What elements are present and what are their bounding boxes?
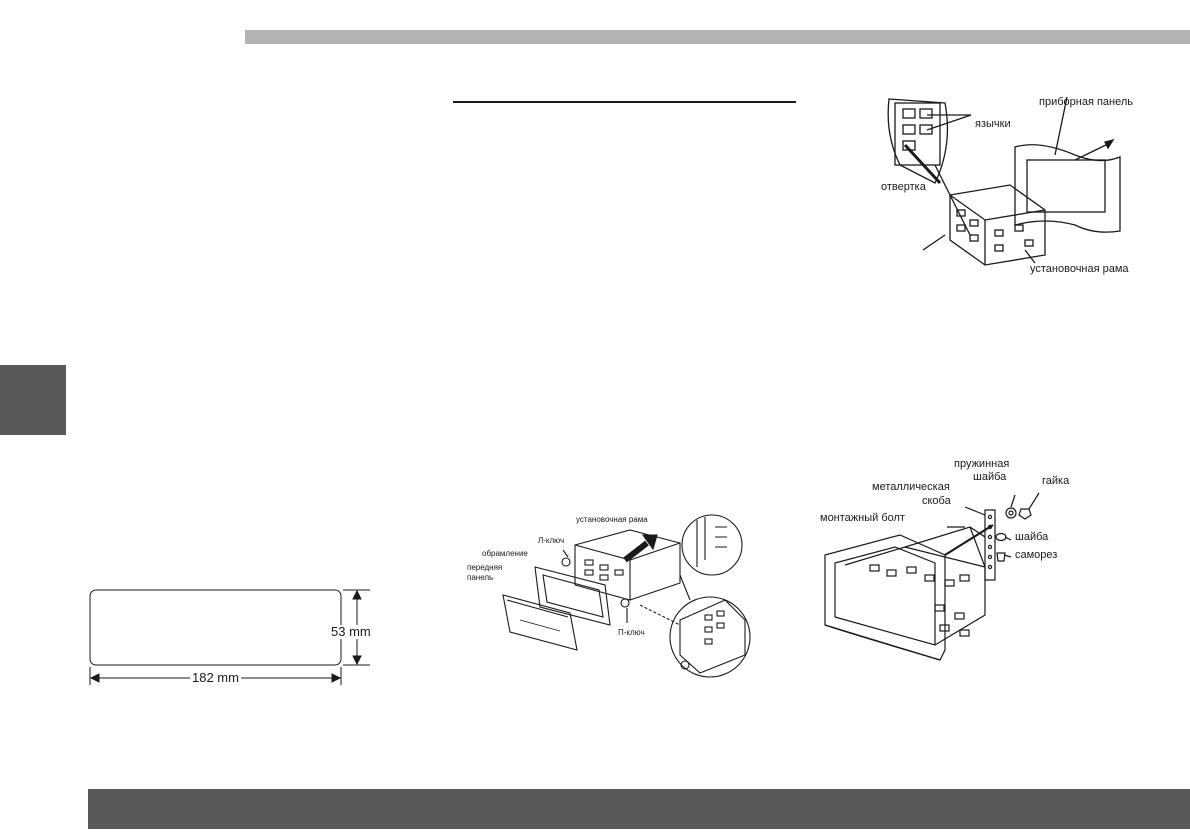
header-bar — [245, 30, 1190, 44]
figure-front-panel: установочная рама Л-ключ обрамление пере… — [465, 505, 765, 690]
label-frame: установочная рама — [576, 515, 648, 524]
label-screw: саморез — [1015, 549, 1058, 561]
figure-mounting: пружинная шайба гайка металлическая скоб… — [815, 455, 1105, 680]
label-mounting-bolt: монтажный болт — [820, 512, 905, 524]
label-spring-washer-line1: пружинная — [954, 458, 1010, 470]
footer-bar — [88, 789, 1190, 829]
label-nut: гайка — [1042, 475, 1070, 487]
label-trim: обрамление — [482, 549, 528, 558]
front-panel-illustration — [502, 514, 751, 678]
dimension-width: 182 mm — [190, 670, 241, 685]
label-screwdriver: отвертка — [881, 181, 926, 193]
dimension-height: 53 mm — [331, 624, 371, 639]
label-front-panel-line1: передняя — [467, 563, 503, 572]
label-frame: установочная рама — [1030, 263, 1129, 275]
figure-dimensions: 53 mm 182 mm — [85, 585, 395, 690]
mounting-illustration — [824, 492, 1040, 661]
label-spring-washer-line2: шайба — [973, 471, 1007, 483]
label-l-key: Л-ключ — [538, 536, 565, 545]
frame-removal-illustration — [887, 96, 1121, 266]
label-washer: шайба — [1015, 531, 1049, 543]
section-heading-rule — [453, 101, 796, 103]
figure-frame-removal: язычки приборная панель отвертка установ… — [875, 85, 1175, 285]
chapter-tab — [0, 365, 66, 435]
label-p-key: П-ключ — [618, 628, 645, 637]
label-dashboard: приборная панель — [1039, 96, 1134, 108]
label-metal-bracket-line2: скоба — [922, 495, 951, 507]
label-tabs: язычки — [975, 118, 1011, 130]
label-metal-bracket-line1: металлическая — [872, 481, 950, 493]
label-front-panel-line2: панель — [467, 573, 494, 582]
